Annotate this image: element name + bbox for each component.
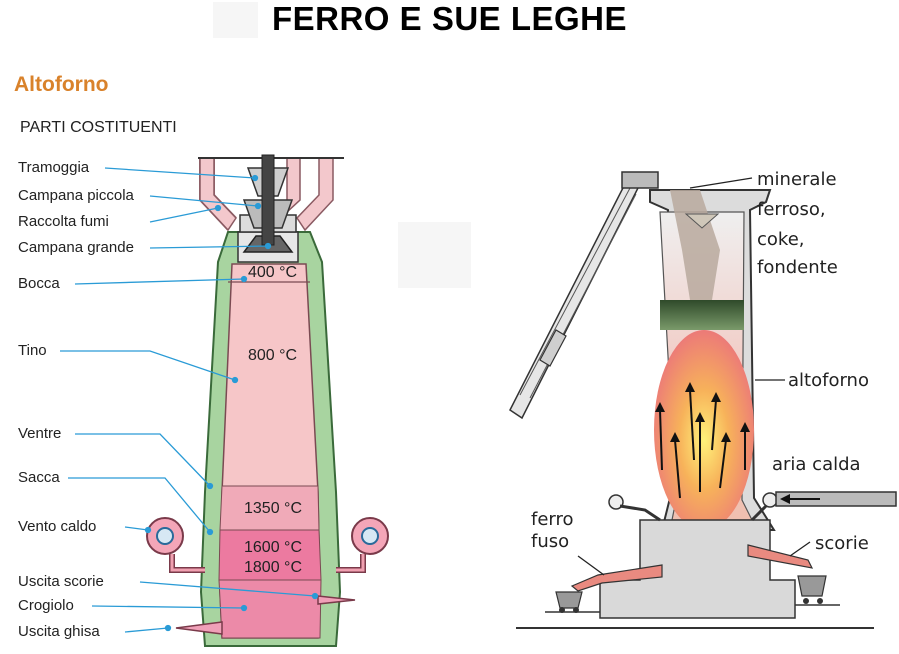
label-scorie: scorie [815,533,869,554]
label-altoforno: altoforno [788,370,869,391]
hot-blast-ring-left [146,517,205,573]
label-fuso: fuso [531,531,569,552]
label-sacca: Sacca [18,469,60,486]
page-title: FERRO E SUE LEGHE [271,0,628,37]
label-vento-caldo: Vento caldo [18,518,96,535]
label-ferroso: ferroso, [757,199,826,220]
label-uscita-ghisa: Uscita ghisa [18,623,100,640]
temp-400: 400 °C [248,264,297,281]
temp-1800: 1800 °C [244,559,302,576]
subtitle: Altoforno [14,73,109,96]
label-fondente: fondente [757,257,838,278]
temp-800: 800 °C [248,347,297,364]
left-labels: Tramoggia Campana piccola Raccolta fumi … [18,159,135,640]
label-uscita-scorie: Uscita scorie [18,573,104,590]
section-heading: PARTI COSTITUENTI [20,119,177,136]
label-ventre: Ventre [18,425,61,442]
leader-lines [60,167,319,633]
furnace-cross-section: 400 °C 800 °C 1350 °C 1600 °C 1800 °C [146,154,389,647]
label-raccolta-fumi: Raccolta fumi [18,213,109,230]
hot-blast-ring-right [336,517,389,573]
label-aria-calda: aria calda [772,454,861,475]
label-campana-piccola: Campana piccola [18,187,135,204]
flow-arrows [659,389,746,499]
placeholder-box [213,2,258,38]
temp-1350: 1350 °C [244,500,302,517]
temp-1600: 1600 °C [244,539,302,556]
conveyor-skip [509,171,659,420]
label-minerale: minerale [757,169,837,190]
placeholder-box [398,222,471,288]
furnace-illustration [509,171,897,629]
label-bocca: Bocca [18,275,60,292]
label-ferro: ferro [531,509,574,530]
label-tino: Tino [18,342,47,359]
label-coke: coke, [757,229,805,250]
label-campana-grande: Campana grande [18,239,134,256]
label-tramoggia: Tramoggia [18,159,90,176]
right-labels: minerale ferroso, coke, fondente altofor… [531,169,869,554]
label-crogiolo: Crogiolo [18,597,74,614]
